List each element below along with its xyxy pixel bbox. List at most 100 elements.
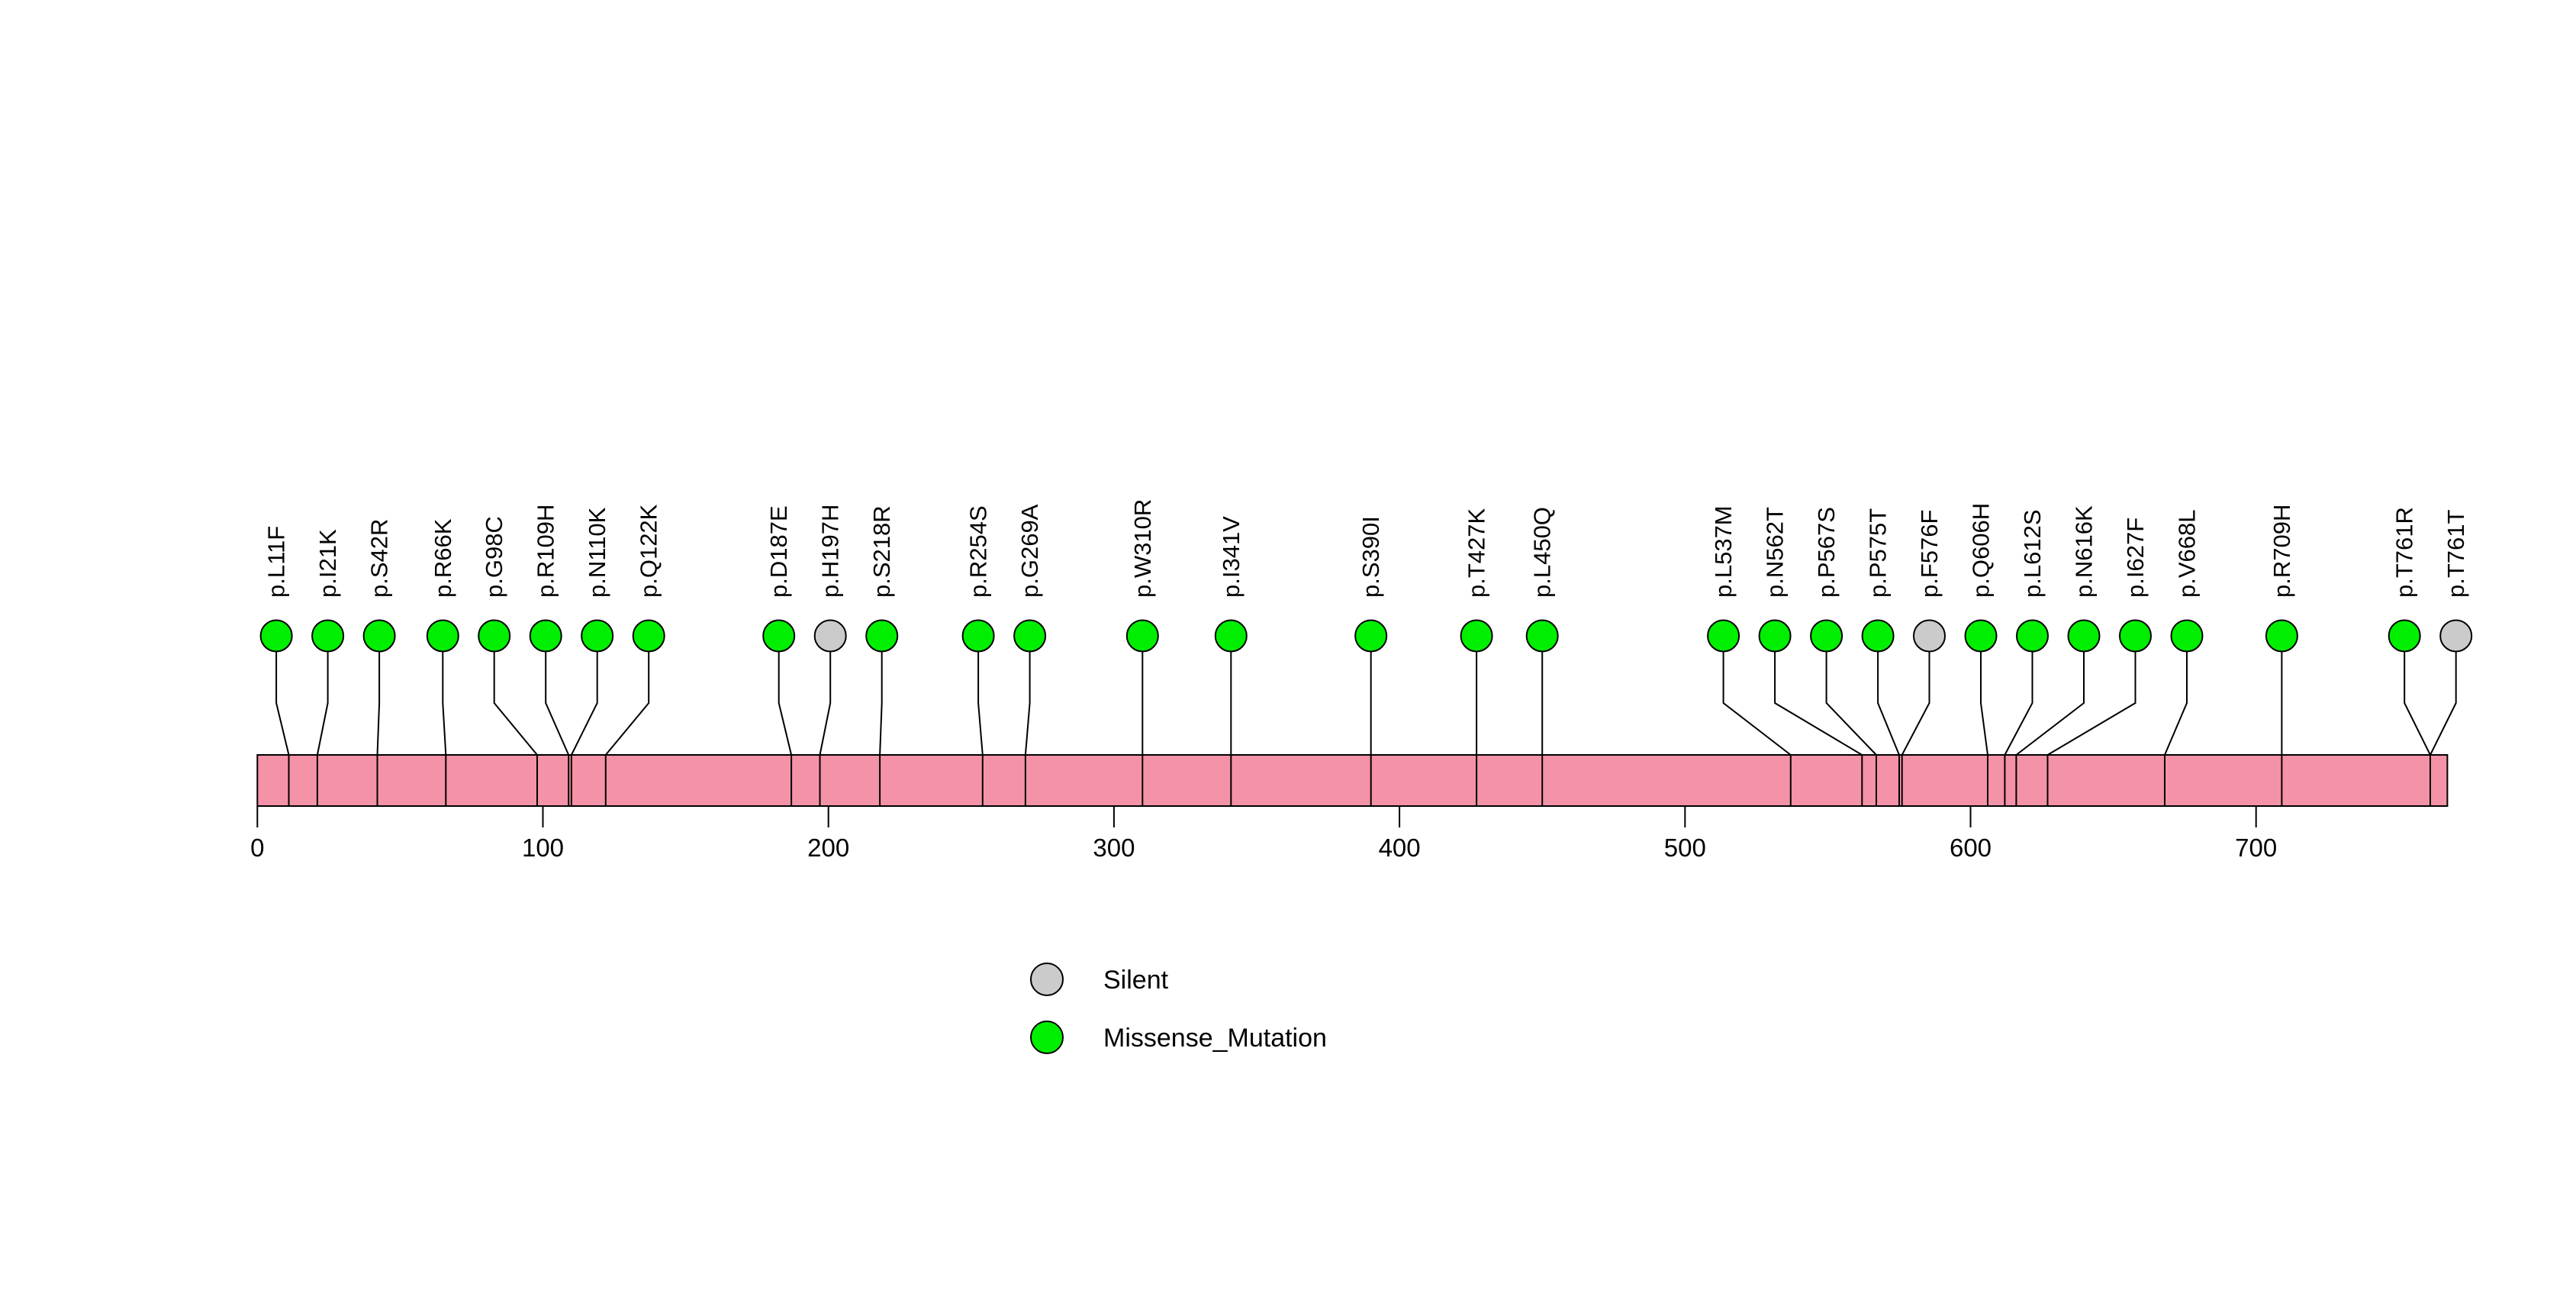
mutation-label: p.Q122K bbox=[636, 504, 662, 598]
mutation-stem bbox=[977, 641, 984, 756]
mutation-circle bbox=[2265, 619, 2298, 653]
legend-label: Silent bbox=[1103, 966, 1169, 995]
mutation-label: p.I21K bbox=[314, 529, 341, 598]
mutation-label: p.S390I bbox=[1357, 516, 1384, 598]
mutation-circle bbox=[2170, 619, 2204, 653]
mutation-label: p.G269A bbox=[1016, 504, 1043, 598]
mutation-circle bbox=[311, 619, 345, 653]
axis-tick-label: 300 bbox=[1093, 834, 1135, 862]
mutation-label: p.P567S bbox=[1813, 507, 1840, 598]
mutation-label: p.L450Q bbox=[1529, 507, 1556, 598]
mutation-circle bbox=[529, 619, 562, 653]
mutation-circle bbox=[961, 619, 995, 653]
mutation-label: p.H197H bbox=[817, 505, 844, 598]
mutation-circle bbox=[1707, 619, 1740, 653]
stem-lines-group bbox=[275, 641, 2457, 756]
mutation-stem bbox=[1877, 641, 1900, 756]
mutation-label: p.N110K bbox=[584, 507, 610, 598]
mutation-circle bbox=[1525, 619, 1559, 653]
mutation-label: p.R709H bbox=[2268, 505, 2295, 598]
mutation-label: p.L537M bbox=[1710, 505, 1737, 598]
mutation-stem bbox=[819, 641, 832, 756]
mutation-label: p.R109H bbox=[533, 505, 559, 598]
mutation-circle bbox=[632, 619, 665, 653]
mutation-circle bbox=[1861, 619, 1895, 653]
axis-tick-label: 200 bbox=[807, 834, 849, 862]
axis-tick-label: 0 bbox=[250, 834, 264, 862]
legend-label: Missense_Mutation bbox=[1103, 1024, 1327, 1053]
protein-bar-group bbox=[256, 754, 2449, 807]
axis-tick-label: 600 bbox=[1950, 834, 1992, 862]
mutation-stem bbox=[605, 641, 650, 756]
protein-bar bbox=[256, 754, 2449, 807]
mutation-circle bbox=[1125, 619, 1159, 653]
mutation-stem bbox=[778, 641, 793, 756]
mutation-circle bbox=[1913, 619, 1946, 653]
mutation-stem bbox=[1825, 641, 1877, 756]
mutation-circle bbox=[1013, 619, 1047, 653]
mutation-circle bbox=[2067, 619, 2101, 653]
mutation-stem bbox=[1774, 641, 1863, 756]
mutation-stem bbox=[1722, 641, 1792, 756]
mutation-circle bbox=[259, 619, 293, 653]
mutation-stem bbox=[1901, 641, 1930, 756]
mutation-label: p.N616K bbox=[2071, 505, 2098, 598]
mutation-circle bbox=[362, 619, 396, 653]
mutation-label: p.R66K bbox=[430, 518, 456, 598]
mutation-label: p.W310R bbox=[1129, 499, 1156, 598]
mutation-circle bbox=[813, 619, 847, 653]
mutation-circle bbox=[865, 619, 899, 653]
mutation-stem bbox=[879, 641, 883, 756]
mutation-label: p.I627F bbox=[2122, 518, 2149, 598]
mutation-stem bbox=[571, 641, 598, 756]
mutation-stem bbox=[376, 641, 381, 756]
mutation-stem bbox=[493, 641, 538, 756]
legend-swatch bbox=[1030, 963, 1064, 996]
mutation-stem bbox=[1024, 641, 1031, 756]
mutation-label: p.D187E bbox=[765, 505, 792, 598]
axis-tick-label: 500 bbox=[1664, 834, 1706, 862]
mutation-label: p.Q606H bbox=[1968, 503, 1995, 598]
mutation-stem bbox=[545, 641, 570, 756]
mutation-stem bbox=[2164, 641, 2188, 756]
mutation-circle bbox=[1810, 619, 1843, 653]
mutation-circle bbox=[2119, 619, 2152, 653]
mutation-circle bbox=[2439, 619, 2473, 653]
mutation-circle bbox=[1460, 619, 1493, 653]
mutation-label: p.F576F bbox=[1916, 510, 1943, 598]
mutation-stem bbox=[2404, 641, 2431, 756]
mutation-label: p.T761R bbox=[2391, 507, 2418, 598]
mutation-label: p.T761T bbox=[2442, 509, 2469, 598]
axis-tick-label: 100 bbox=[522, 834, 564, 862]
mutation-circle bbox=[1354, 619, 1388, 653]
legend-swatch bbox=[1030, 1021, 1064, 1054]
mutation-stem bbox=[2046, 641, 2136, 756]
mutation-label: p.S218R bbox=[868, 505, 895, 598]
mutation-stem bbox=[442, 641, 447, 756]
mutation-stem bbox=[1980, 641, 1988, 756]
mutation-label: p.G98C bbox=[481, 516, 507, 598]
mutation-label: p.P575T bbox=[1865, 508, 1892, 598]
mutation-circles-group bbox=[259, 619, 2473, 653]
mutation-label: p.I341V bbox=[1218, 516, 1245, 598]
mutation-label: p.N562T bbox=[1762, 507, 1789, 598]
mutation-stem bbox=[2004, 641, 2033, 756]
mutation-label: p.T427K bbox=[1463, 508, 1490, 598]
mutation-label: p.R254S bbox=[965, 505, 992, 598]
mutation-circle bbox=[1214, 619, 1248, 653]
bar-stems-group bbox=[288, 755, 2431, 806]
mutation-stem bbox=[316, 641, 329, 756]
mutation-label: p.L11F bbox=[263, 526, 290, 598]
mutation-stem bbox=[2015, 641, 2085, 756]
mutation-circle bbox=[1964, 619, 1998, 653]
mutation-circle bbox=[2388, 619, 2421, 653]
mutation-stem bbox=[275, 641, 290, 756]
mutation-label: p.L612S bbox=[2019, 510, 2046, 598]
axis-tick-label: 700 bbox=[2235, 834, 2277, 862]
mutation-circle bbox=[762, 619, 796, 653]
